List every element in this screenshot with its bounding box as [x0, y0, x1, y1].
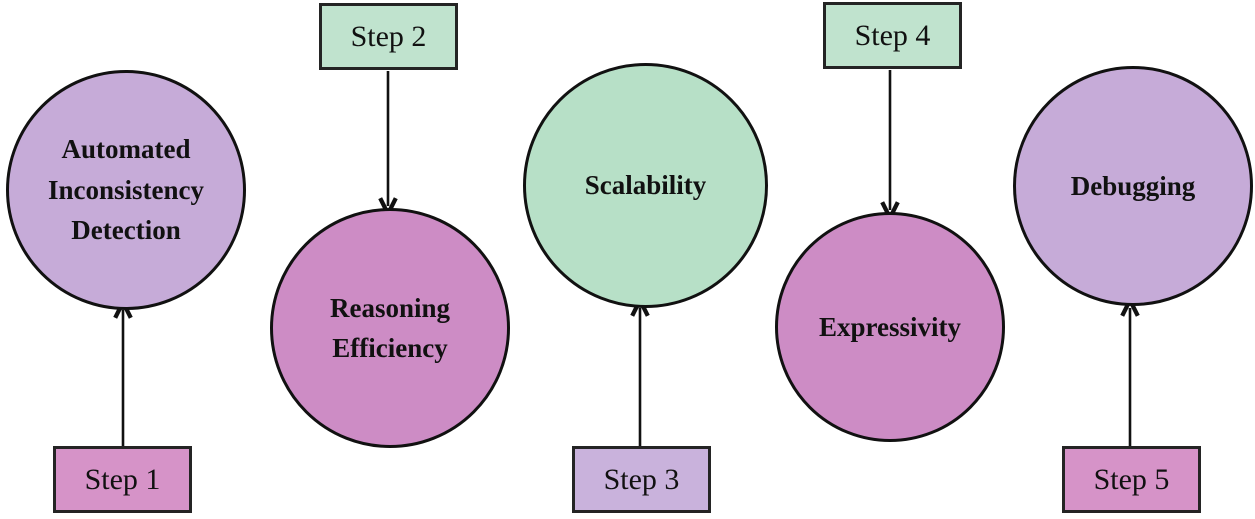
step-label: Step 4: [854, 18, 931, 52]
step-box-3: Step 3: [572, 446, 711, 513]
circle-reasoning-efficiency: Reasoning Efficiency: [270, 208, 510, 448]
step-box-4: Step 4: [823, 2, 962, 69]
step-box-5: Step 5: [1062, 446, 1201, 513]
circle-debugging: Debugging: [1013, 66, 1253, 306]
circle-label: Scalability: [584, 170, 707, 201]
step-label: Step 3: [603, 462, 680, 496]
circle-expressivity: Expressivity: [775, 212, 1005, 442]
circle-label: Reasoning Efficiency: [329, 292, 451, 364]
step-box-1: Step 1: [53, 446, 192, 513]
circle-scalability: Scalability: [523, 63, 768, 308]
circle-label: Debugging: [1070, 170, 1196, 201]
circle-label: Automated Inconsistency Detection: [47, 134, 204, 246]
step-label: Step 5: [1093, 462, 1170, 496]
step-label: Step 2: [350, 19, 427, 53]
step-label: Step 1: [84, 462, 161, 496]
circle-label: Expressivity: [818, 311, 961, 342]
step-box-2: Step 2: [319, 3, 458, 70]
circle-automated-inconsistency-detection: Automated Inconsistency Detection: [6, 70, 246, 310]
